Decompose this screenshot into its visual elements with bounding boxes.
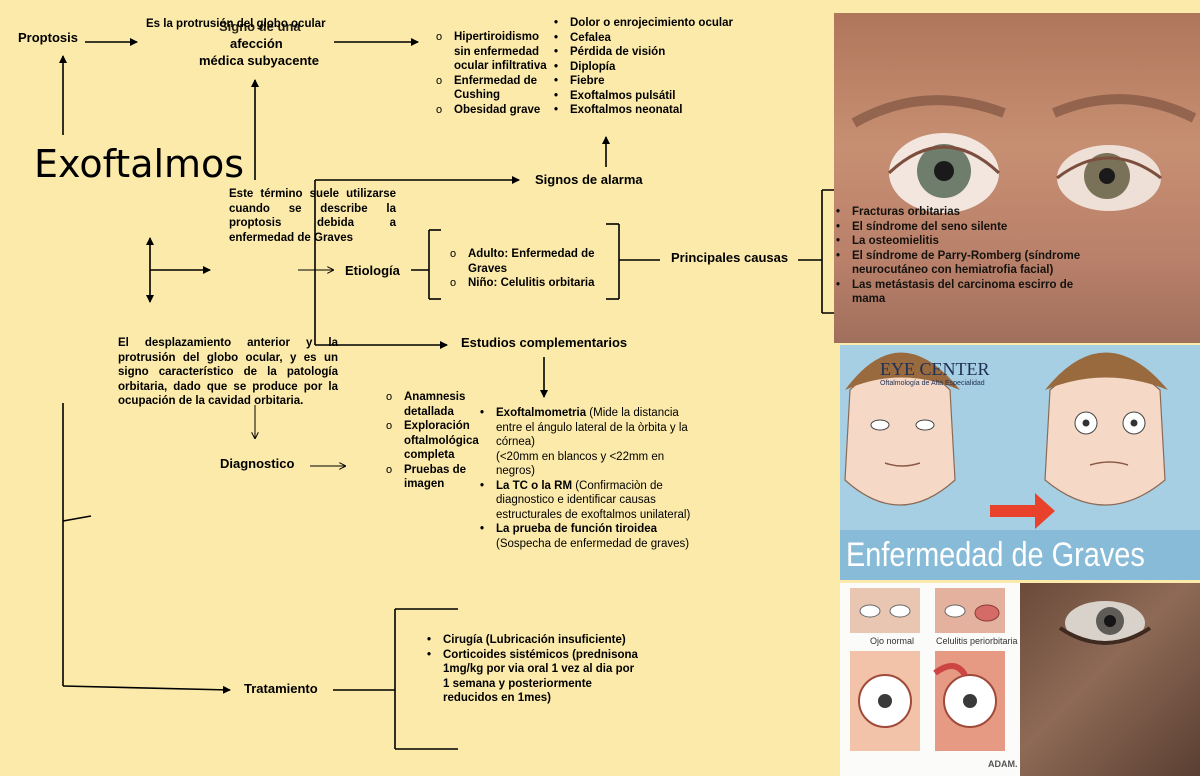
proptosis-subtitle-1: afección [230, 36, 283, 51]
treatment-label: Tratamiento [244, 681, 318, 696]
list-item: Enfermedad de Cushing [436, 74, 556, 103]
proptosis-overlap-label: Signo de una [219, 19, 301, 34]
proptosis-definition: Es la protrusión del globo ocular [146, 18, 326, 30]
list-item: Anamnesis detallada [386, 390, 504, 419]
list-item: Diplopía [552, 60, 752, 75]
main-title: Exoftalmos [34, 142, 245, 186]
studies-list: Anamnesis detallada Exploración oftalmol… [386, 390, 504, 492]
list-item: Exoftalmos pulsátil [552, 89, 752, 104]
list-item: El síndrome de Parry-Romberg (síndrome n… [834, 249, 1090, 278]
alarm-signs-label: Signos de alarma [535, 172, 643, 187]
list-item: Adulto: Enfermedad de Graves [450, 247, 605, 276]
list-item: Fracturas orbitarias [834, 205, 1090, 220]
detail-desc: (Mide la distancia entre el ángulo later… [496, 407, 688, 448]
list-item: Obesidad grave [436, 103, 556, 118]
graves-illustration: EYE CENTER Oftalmología de Alta Especial… [840, 345, 1200, 580]
detail-desc: (<20mm en blancos y <22mm en negros) [496, 450, 665, 478]
definition-text: El desplazamiento anterior y la protrusi… [118, 337, 338, 407]
eye-anatomy-illustration [850, 588, 1005, 751]
eyes-illustration [851, 94, 1197, 213]
etiology-label: Etiología [345, 263, 400, 278]
graves-note: Este término suele utilizarse cuando se … [229, 188, 396, 244]
list-item: Corticoides sistémicos (prednisona 1mg/k… [425, 648, 640, 706]
list-item: Niño: Celulitis orbitaria [450, 276, 605, 291]
eye-closeup-illustration [1058, 601, 1152, 645]
detail-desc: (Sospecha de enfermedad de graves) [496, 537, 690, 550]
eye-center-brand: EYE CENTER [880, 359, 990, 379]
list-item: Cirugía (Lubricación insuficiente) [425, 633, 640, 648]
protruding-eye-photo [1020, 583, 1200, 776]
detail-name: La prueba de función tiroidea [496, 523, 658, 535]
list-item: Cefalea [552, 31, 752, 46]
alarm-signs-list: Dolor o enrojecimiento ocular Cefalea Pé… [552, 16, 752, 118]
detail-name: La TC o la RM [496, 479, 573, 492]
treatment-list: Cirugía (Lubricación insuficiente) Corti… [425, 633, 640, 706]
list-item: Exoftalmos neonatal [552, 103, 752, 118]
detail-desc: (Confirmaciòn de diagnostico e identific… [496, 479, 691, 521]
cellulitis-diagram: Ojo normal Celulitis periorbitaria ADAM. [840, 583, 1020, 776]
detail-name: Exoftalmometria [496, 407, 587, 419]
list-item: Las metástasis del carcinoma escirro de … [834, 278, 1090, 307]
list-item: La osteomielitis [834, 234, 1090, 249]
list-item: La TC o la RM (Confirmaciòn de diagnosti… [478, 479, 706, 523]
main-causes-label: Principales causas [671, 250, 789, 265]
eye-center-subtitle: Oftalmología de Alta Especialidad [880, 380, 985, 387]
list-item: Pérdida de visión [552, 45, 752, 60]
cellulitis-caption: Celulitis periorbitaria [936, 636, 1018, 646]
etiology-list: Adulto: Enfermedad de Graves Niño: Celul… [450, 247, 605, 291]
alarm-causes-list: Hipertiroidismo sin enfermedad ocular in… [436, 30, 556, 117]
studies-label: Estudios complementarios [461, 335, 628, 350]
studies-details-list: Exoftalmometria (Mide la distancia entre… [478, 406, 706, 551]
list-item: Exoftalmometria (Mide la distancia entre… [478, 406, 706, 479]
proptosis-subtitle-2: médica subyacente [199, 53, 319, 68]
list-item: La prueba de función tiroidea (Sospecha … [478, 522, 706, 551]
list-item: Exploración oftalmológica completa [386, 419, 504, 463]
proptosis-label: Proptosis [18, 30, 78, 45]
list-item: Fiebre [552, 74, 752, 89]
normal-eye-caption: Ojo normal [870, 636, 915, 646]
list-item: El síndrome del seno silente [834, 220, 1090, 235]
list-item: Dolor o enrojecimiento ocular [552, 16, 752, 31]
list-item: Pruebas de imagen [386, 463, 504, 492]
list-item: Hipertiroidismo sin enfermedad ocular in… [436, 30, 556, 74]
diagnosis-label: Diagnostico [220, 456, 295, 471]
adam-logo: ADAM. [988, 759, 1018, 769]
graves-caption: Enfermedad de Graves [846, 536, 1145, 574]
faces-illustration [840, 352, 1200, 580]
main-causes-list: Fracturas orbitarias El síndrome del sen… [834, 205, 1090, 307]
